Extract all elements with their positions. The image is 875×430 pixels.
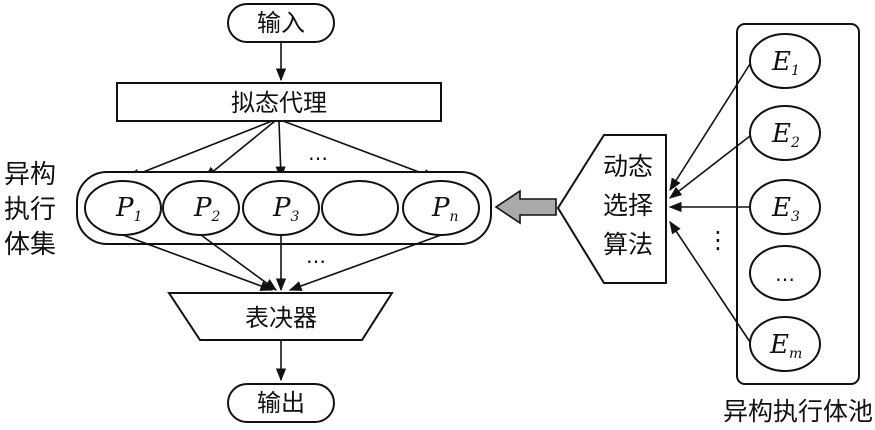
input-label: 输入	[257, 9, 305, 37]
voter-node: 表决器	[167, 292, 394, 341]
pool-item-1-main: E	[771, 47, 791, 77]
pool-item-1: E1	[749, 33, 821, 89]
pool-item-m-main: E	[769, 330, 789, 360]
svg-text:P2: P2	[193, 193, 221, 225]
proxy-to-executor-arrows	[126, 120, 437, 180]
executor-1-sub: 1	[134, 209, 143, 225]
pool-item-ellipsis: …	[749, 245, 821, 301]
exec-set-label-line-1: 异构	[4, 160, 56, 190]
algo-label-line-2: 选择	[603, 191, 653, 220]
svg-text:Pn: Pn	[431, 193, 459, 225]
executor-1-main: P	[115, 193, 134, 223]
exec-set-label-line-3: 体集	[4, 230, 56, 260]
voter-label: 表决器	[245, 304, 317, 332]
top-ellipsis: …	[308, 141, 328, 165]
algo-label-line-3: 算法	[603, 230, 653, 259]
bottom-ellipsis: …	[306, 244, 326, 268]
pool-item-3-main: E	[771, 193, 791, 223]
svg-text:P1: P1	[115, 193, 142, 225]
pool-item-m-sub: m	[789, 346, 802, 362]
svg-text:P3: P3	[272, 193, 300, 225]
input-node: 输入	[227, 3, 335, 43]
output-label: 输出	[257, 389, 305, 417]
svg-text:E3: E3	[771, 193, 800, 225]
output-node: 输出	[227, 383, 335, 423]
pool-item-3: E3	[749, 179, 821, 235]
pool-item-1-sub: 1	[791, 63, 800, 79]
executor-1: P1	[84, 180, 162, 236]
algo-node: 动态 选择 算法	[556, 134, 667, 284]
executor-2-sub: 2	[211, 209, 221, 225]
pool-item-3-sub: 3	[791, 209, 800, 225]
vertical-ellipsis: ⋮	[706, 226, 730, 254]
executor-n: Pn	[402, 180, 480, 236]
executor-2-main: P	[193, 193, 212, 223]
proxy-label: 拟态代理	[231, 89, 327, 117]
selection-arrow	[494, 189, 557, 225]
executor-to-voter-arrows	[122, 234, 442, 292]
svg-text:Em: Em	[769, 330, 802, 362]
pool-item-2-main: E	[771, 119, 791, 149]
executor-3-main: P	[272, 193, 291, 223]
svg-text:E2: E2	[771, 119, 800, 151]
algo-label-line-1: 动态	[603, 152, 653, 181]
pool-item-2: E2	[749, 105, 821, 161]
executor-2: P2	[162, 180, 240, 236]
executor-n-main: P	[431, 193, 450, 223]
pool-label: 异构执行体池	[723, 397, 873, 426]
exec-set-label: 异构 执行 体集	[4, 160, 56, 260]
pool-item-ellipsis-text: …	[775, 262, 795, 286]
pool-item-2-sub: 2	[790, 135, 800, 151]
proxy-node: 拟态代理	[116, 82, 442, 122]
pool-item-m: Em	[749, 316, 821, 372]
svg-text:E1: E1	[771, 47, 800, 79]
executor-empty	[321, 180, 399, 236]
executor-3: P3	[242, 180, 320, 236]
pool-to-algo-arrows	[668, 63, 751, 343]
exec-set-label-line-2: 执行	[4, 195, 56, 225]
executor-n-sub: n	[450, 209, 459, 225]
executor-3-sub: 3	[291, 209, 300, 225]
